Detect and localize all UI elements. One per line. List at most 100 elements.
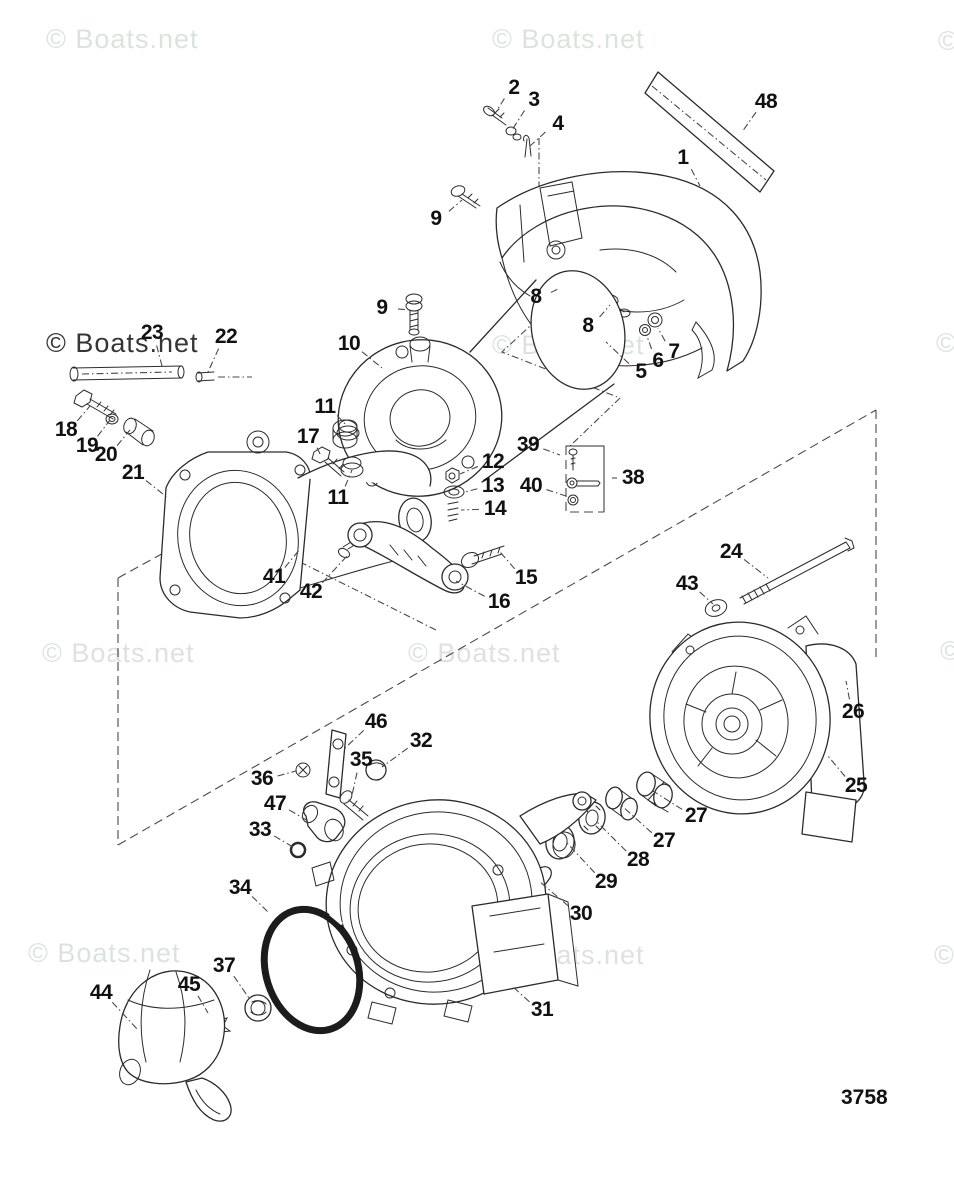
- callout-47: 47: [263, 792, 287, 815]
- part-36-screw: [295, 762, 311, 778]
- callout-42: 42: [299, 580, 323, 603]
- callout-26: 26: [841, 700, 865, 723]
- callout-16: 16: [487, 590, 511, 613]
- callout-45: 45: [177, 973, 201, 996]
- callout-13: 13: [481, 474, 505, 497]
- part-19-washer: [105, 413, 119, 425]
- watermark: © Boats.net: [940, 636, 954, 666]
- callout-14: 14: [483, 497, 507, 520]
- callout-8: 8: [530, 285, 542, 308]
- figure-number: 3758: [841, 1086, 888, 1109]
- callout-8: 8: [582, 314, 594, 337]
- callout-37: 37: [212, 954, 236, 977]
- part-6-washer: [639, 324, 651, 336]
- part-18-bolt: [73, 389, 117, 420]
- callout-5: 5: [635, 360, 647, 383]
- part-24-stud: [739, 537, 855, 605]
- callout-4: 4: [552, 112, 564, 135]
- callout-27: 27: [652, 829, 676, 852]
- part-35-screw: [339, 790, 369, 821]
- callout-19: 19: [75, 434, 99, 457]
- callout-27: 27: [684, 804, 708, 827]
- callout-11: 11: [314, 395, 336, 418]
- callout-11: 11: [327, 486, 349, 509]
- part-37-nut-washer: [244, 994, 272, 1022]
- watermark: © Boats.net: [492, 24, 645, 54]
- callout-36: 36: [250, 767, 274, 790]
- callout-15: 15: [514, 566, 538, 589]
- callout-38: 38: [621, 466, 645, 489]
- callout-23: 23: [140, 321, 164, 344]
- watermark: © Boats.net: [408, 638, 561, 668]
- part-25-stator-housing: [647, 615, 865, 843]
- part-23-rod: [69, 365, 185, 382]
- callout-39: 39: [516, 433, 540, 456]
- callout-41: 41: [262, 565, 286, 588]
- part-9-screw-upper: [450, 185, 481, 209]
- callout-31: 31: [530, 998, 554, 1021]
- callout-32: 32: [409, 729, 433, 752]
- callout-43: 43: [675, 572, 699, 595]
- part-22-pin: [195, 371, 252, 383]
- callout-24: 24: [719, 540, 743, 563]
- watermark: © Boats.net: [46, 328, 199, 358]
- callout-28: 28: [626, 848, 650, 871]
- leader-lines: [76, 98, 851, 1031]
- callout-18: 18: [54, 418, 78, 441]
- callout-9: 9: [430, 207, 442, 230]
- part-44-stator-cone: [118, 969, 232, 1122]
- part-46-plate: [325, 729, 347, 799]
- part-1-cover: [495, 171, 762, 380]
- part-15-bolt: [460, 545, 505, 569]
- callout-34: 34: [228, 876, 252, 899]
- watermark: © Boats.net: [938, 26, 954, 56]
- callout-20: 20: [94, 443, 118, 466]
- callout-44: 44: [89, 981, 113, 1004]
- part-4-cotter-pin: [523, 134, 532, 158]
- callout-40: 40: [519, 474, 543, 497]
- part-31-pump-housing: [311, 791, 597, 1025]
- callout-25: 25: [844, 774, 868, 797]
- part-12-nut: [445, 467, 460, 484]
- callout-7: 7: [668, 340, 680, 363]
- callout-21: 21: [121, 461, 145, 484]
- watermark: © Boats.net: [46, 24, 199, 54]
- part-43-washer: [704, 599, 728, 617]
- callout-1: 1: [677, 146, 689, 169]
- callout-12: 12: [481, 450, 505, 473]
- part-27-sleeve-outer: [636, 771, 673, 809]
- part-27-sleeve-inner: [605, 786, 638, 821]
- part-16-arm: [347, 520, 469, 594]
- callout-2: 2: [508, 76, 520, 99]
- part-32-plug: [365, 759, 387, 781]
- part-7-nut: [647, 312, 663, 328]
- callout-6: 6: [652, 349, 664, 372]
- part-47-fitting: [301, 801, 346, 843]
- callout-33: 33: [248, 818, 272, 841]
- callout-3: 3: [528, 88, 540, 111]
- callout-10: 10: [337, 332, 361, 355]
- part-3-washer: [505, 126, 522, 141]
- part-2-bolt: [483, 105, 507, 126]
- part-9-screw-lower: [405, 293, 423, 336]
- part-34-oring: [260, 905, 364, 1035]
- callout-9: 9: [376, 296, 388, 319]
- part-20-spacer: [123, 417, 155, 447]
- part-38-kit-box: [565, 445, 605, 513]
- callout-30: 30: [569, 902, 593, 925]
- part-48-strip: [644, 71, 775, 193]
- callout-22: 22: [214, 325, 238, 348]
- callout-17: 17: [296, 425, 320, 448]
- part-17-bolt: [311, 446, 345, 477]
- callout-46: 46: [364, 710, 388, 733]
- watermark: © Boats.net: [934, 940, 954, 970]
- part-33-oring-small: [289, 841, 307, 859]
- watermark: © Boats.net: [936, 328, 954, 358]
- callout-35: 35: [349, 748, 373, 771]
- part-13-washer: [443, 485, 465, 499]
- callout-29: 29: [594, 870, 618, 893]
- part-11-cap-upper: [336, 419, 360, 441]
- callout-48: 48: [754, 90, 778, 113]
